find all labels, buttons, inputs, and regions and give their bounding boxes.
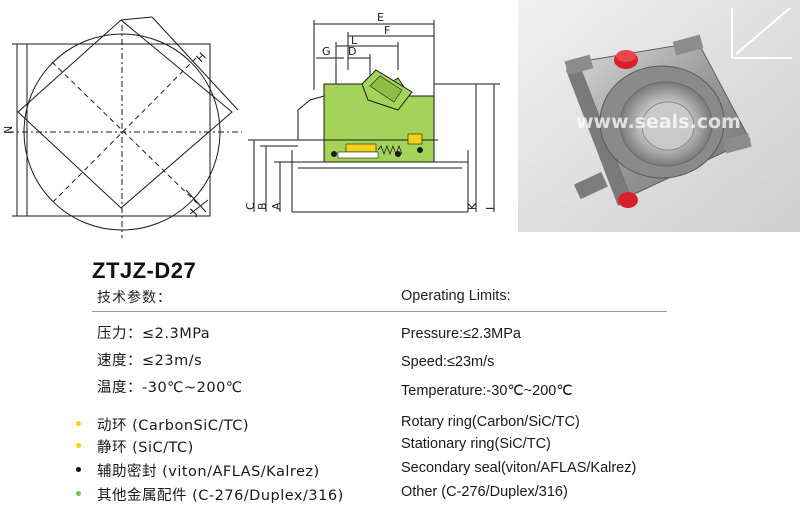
material-en-secondary-seal: Secondary seal(viton/AFLAS/Kalrez) [401, 460, 637, 476]
dim-label-k: K [466, 202, 479, 210]
material-en-stationary-ring: Stationary ring(SiC/TC) [401, 436, 551, 452]
spec-en-pressure: Pressure:≤2.3MPa [401, 326, 521, 342]
material-cn-secondary-seal: 辅助密封 (viton/AFLAS/Kalrez) [97, 464, 320, 480]
material-en-other-metal: Other (C-276/Duplex/316) [401, 484, 568, 500]
dim-label-h: H [194, 50, 209, 65]
material-cn-other-metal: 其他金属配件 (C-276/Duplex/316) [97, 488, 344, 504]
dim-label-e: E [377, 11, 384, 24]
front-view-drawing: N H J [2, 16, 242, 238]
header-divider [92, 311, 667, 312]
dim-label-i: I [484, 207, 497, 210]
watermark-text: www.seals.com [576, 111, 741, 133]
dim-label-f: F [384, 24, 390, 37]
section-view-drawing: E F L G D C B A K I [244, 11, 500, 213]
material-en-rotary-ring: Rotary ring(Carbon/SiC/TC) [401, 414, 580, 430]
spec-en-speed: Speed:≤23m/s [401, 354, 495, 370]
spec-en-temperature: Temperature:-30℃~200℃ [401, 383, 573, 399]
dim-label-c: C [244, 202, 257, 210]
dim-label-b: B [256, 202, 269, 210]
dim-label-n: N [2, 126, 15, 134]
spec-cn-speed: 速度：≤23m/s [97, 353, 203, 369]
bullet-secondary-seal [76, 467, 81, 472]
material-cn-stationary-ring: 静环 (SiC/TC) [97, 440, 194, 456]
spec-cn-temperature: 温度：-30℃~200℃ [97, 380, 243, 396]
material-cn-rotary-ring: 动环 (CarbonSiC/TC) [97, 418, 250, 434]
header-en: Operating Limits: [401, 288, 511, 304]
bullet-rotary-ring [76, 421, 81, 426]
dim-label-g: G [322, 45, 331, 58]
model-title: ZTJZ-D27 [92, 258, 197, 283]
dim-label-a: A [270, 202, 283, 210]
bullet-stationary-ring [76, 443, 81, 448]
dim-label-d: D [348, 45, 356, 58]
dim-label-l: L [351, 34, 358, 47]
bullet-other-metal [76, 491, 81, 496]
product-photo: www.seals.com [518, 0, 800, 232]
spec-cn-pressure: 压力：≤2.3MPa [97, 326, 211, 342]
header-cn: 技术参数： [97, 290, 172, 306]
